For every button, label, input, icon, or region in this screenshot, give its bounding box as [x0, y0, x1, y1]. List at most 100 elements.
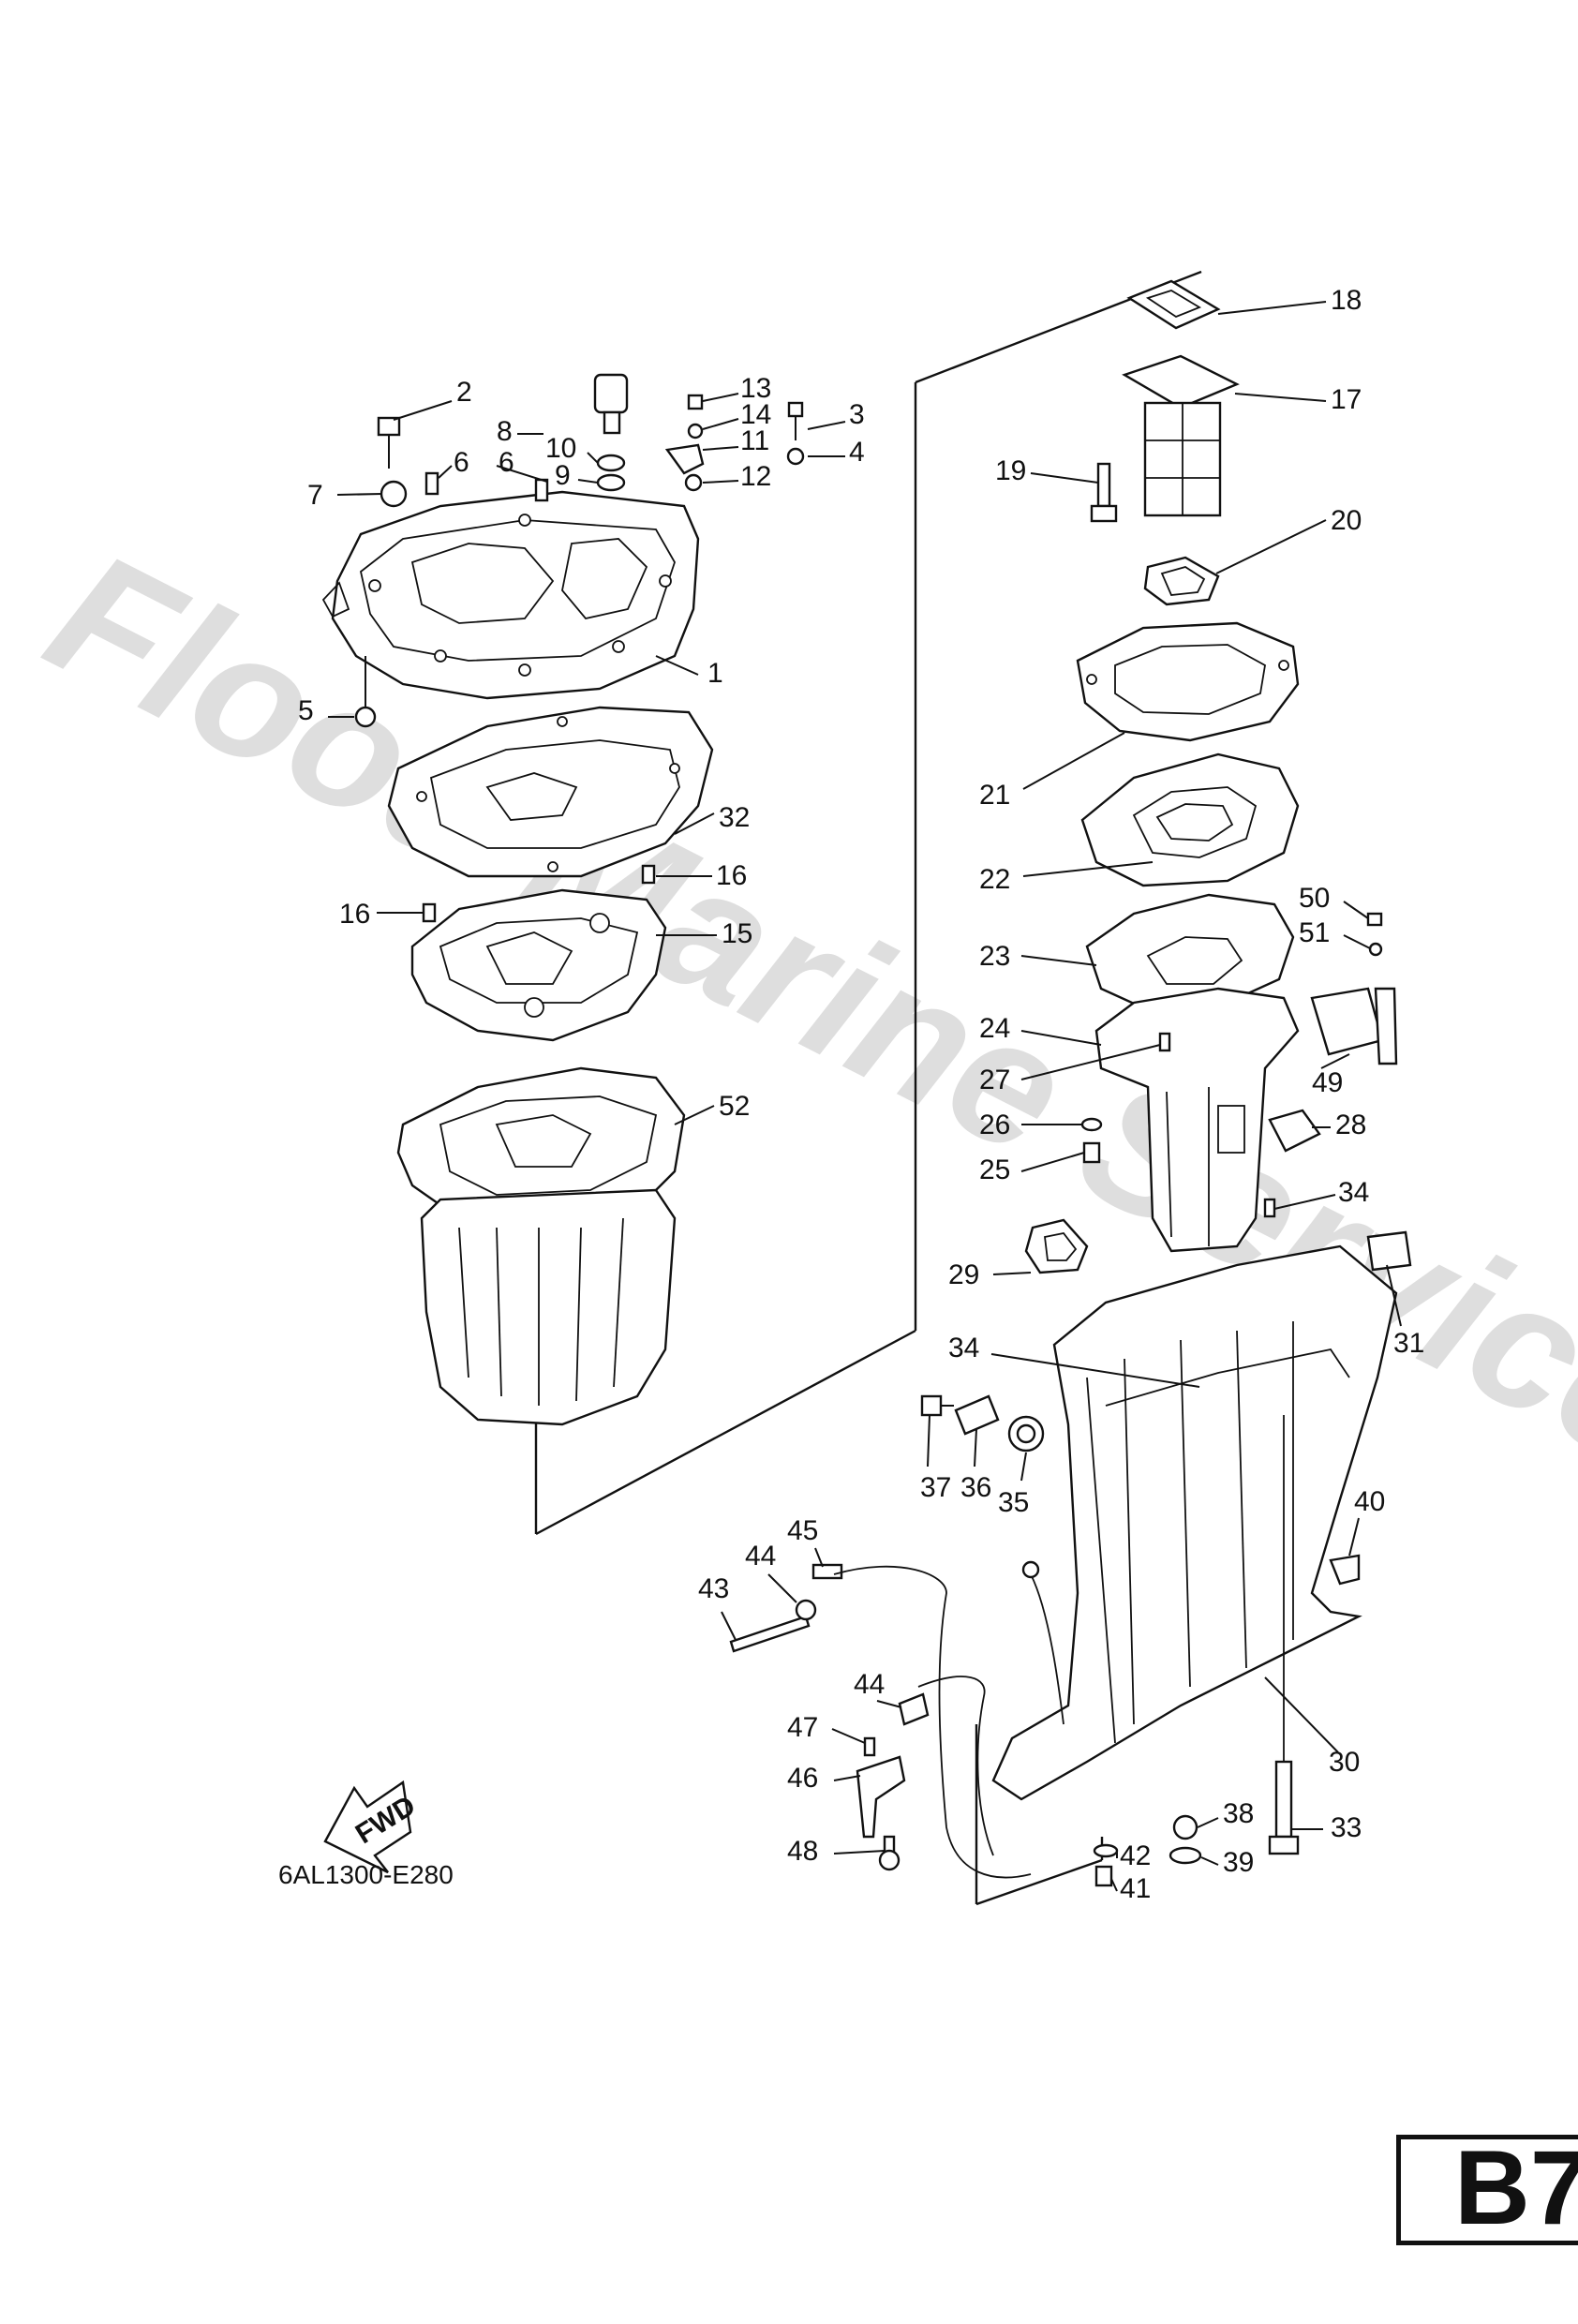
callout-49: 49 — [1312, 1067, 1343, 1098]
callout-47: 47 — [787, 1712, 818, 1743]
callout-36: 36 — [960, 1472, 991, 1503]
leader-line-44 — [876, 1700, 902, 1708]
leader-line-25 — [1020, 1152, 1085, 1172]
leader-line-38 — [1197, 1817, 1219, 1828]
leader-line-46 — [833, 1775, 861, 1781]
leader-line-39 — [1200, 1856, 1219, 1866]
callout-13: 13 — [740, 373, 771, 404]
leader-line-19 — [1030, 472, 1099, 484]
leader-line-24 — [1020, 1030, 1102, 1046]
bolt-19 — [1090, 462, 1118, 523]
leader-line-49 — [1320, 1053, 1350, 1069]
callout-45: 45 — [787, 1515, 818, 1546]
lower-casing-part — [420, 1188, 677, 1426]
callout-9: 9 — [555, 460, 571, 491]
gasket-part — [387, 706, 714, 878]
leader-line-18 — [1217, 301, 1327, 315]
callout-46: 46 — [787, 1763, 818, 1794]
leader-line-7 — [336, 493, 383, 496]
callout-23: 23 — [979, 941, 1010, 972]
callout-30: 30 — [1329, 1747, 1360, 1778]
callout-21: 21 — [979, 780, 1010, 811]
callout-16: 16 — [339, 899, 370, 930]
exhaust-guide-24 — [1094, 987, 1300, 1253]
leader-line-10 — [587, 452, 599, 464]
leader-line-45 — [814, 1547, 824, 1568]
leader-line-37 — [927, 1414, 930, 1467]
callout-11: 11 — [740, 425, 769, 456]
leader-line-11 — [702, 446, 739, 451]
small-parts-right — [1024, 912, 1412, 1392]
leader-line-13 — [702, 393, 739, 402]
leader-line-29 — [992, 1272, 1032, 1275]
plate-part — [410, 888, 667, 1042]
leader-line-9 — [577, 479, 599, 484]
callout-4: 4 — [849, 437, 865, 468]
leader-line-6 — [438, 465, 453, 479]
callout-1: 1 — [707, 658, 723, 689]
gasket-21 — [1076, 621, 1300, 742]
forward-direction-arrow: FWD — [323, 1780, 421, 1874]
callout-40: 40 — [1354, 1486, 1385, 1517]
callout-15: 15 — [722, 918, 752, 949]
lower-case-30 — [991, 1244, 1398, 1801]
leader-line-34 — [1273, 1194, 1336, 1210]
callout-28: 28 — [1335, 1110, 1366, 1140]
callout-39: 39 — [1223, 1847, 1254, 1878]
leader-line-47 — [831, 1728, 866, 1744]
leader-line-22 — [1022, 861, 1154, 877]
leader-line-36 — [974, 1428, 977, 1467]
leader-line-20 — [1215, 519, 1327, 574]
leader-line-27 — [1020, 1044, 1161, 1080]
callout-51: 51 — [1299, 917, 1330, 948]
callout-17: 17 — [1331, 384, 1362, 415]
diagram-code: 6AL1300-E280 — [278, 1860, 454, 1889]
leader-line-50 — [1343, 901, 1369, 919]
callout-44: 44 — [745, 1541, 776, 1572]
leader-line-35 — [1020, 1452, 1027, 1482]
leader-line-31 — [1386, 1264, 1402, 1327]
leader-line-1 — [655, 655, 699, 676]
callout-26: 26 — [979, 1110, 1010, 1140]
callout-34: 34 — [948, 1333, 979, 1363]
callout-33: 33 — [1331, 1812, 1362, 1843]
callout-16: 16 — [716, 860, 747, 891]
leader-line-2 — [393, 400, 453, 421]
leader-line-3 — [807, 421, 846, 430]
callout-8: 8 — [497, 416, 513, 447]
callout-34: 34 — [1338, 1177, 1369, 1208]
callout-41: 41 — [1120, 1873, 1151, 1904]
callout-3: 3 — [849, 399, 865, 430]
callout-27: 27 — [979, 1065, 1010, 1095]
callout-32: 32 — [719, 802, 750, 833]
callout-29: 29 — [948, 1259, 979, 1290]
plate-22 — [1080, 752, 1300, 887]
callout-5: 5 — [298, 695, 314, 726]
seal-20 — [1143, 556, 1220, 606]
leader-line-44 — [767, 1573, 797, 1603]
callout-44: 44 — [854, 1669, 885, 1700]
callout-20: 20 — [1331, 505, 1362, 536]
callout-22: 22 — [979, 864, 1010, 895]
callout-12: 12 — [740, 461, 771, 492]
callout-38: 38 — [1223, 1798, 1254, 1829]
callout-35: 35 — [998, 1487, 1029, 1518]
callout-6: 6 — [454, 447, 469, 478]
hardware-bottom — [729, 1394, 1361, 1887]
callout-50: 50 — [1299, 883, 1330, 914]
callout-37: 37 — [920, 1472, 951, 1503]
leader-line-21 — [1022, 732, 1125, 790]
filter-assembly-17 — [1122, 354, 1240, 517]
leader-line-40 — [1348, 1517, 1360, 1557]
leader-line-43 — [721, 1611, 737, 1641]
leader-line-52 — [674, 1105, 715, 1125]
leader-line-12 — [702, 480, 739, 484]
leader-line-51 — [1343, 934, 1371, 949]
leader-line-41 — [1110, 1878, 1118, 1892]
page-badge: B7 — [1454, 2129, 1578, 2246]
callout-42: 42 — [1120, 1840, 1151, 1871]
plate-23 — [1085, 893, 1295, 1014]
callout-25: 25 — [979, 1155, 1010, 1185]
